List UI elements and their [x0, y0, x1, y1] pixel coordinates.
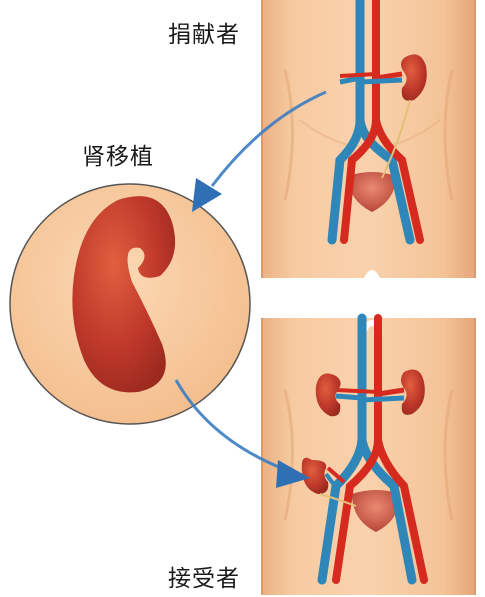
- donor-torso: [262, 0, 475, 278]
- donor-label: 捐献者: [168, 24, 240, 47]
- recipient-torso: [262, 318, 475, 595]
- arrow-head-1: [192, 178, 222, 212]
- transplant-label: 肾移植: [82, 146, 154, 169]
- recipient-label: 接受者: [168, 568, 240, 591]
- kidney-closeup-circle: [10, 184, 250, 424]
